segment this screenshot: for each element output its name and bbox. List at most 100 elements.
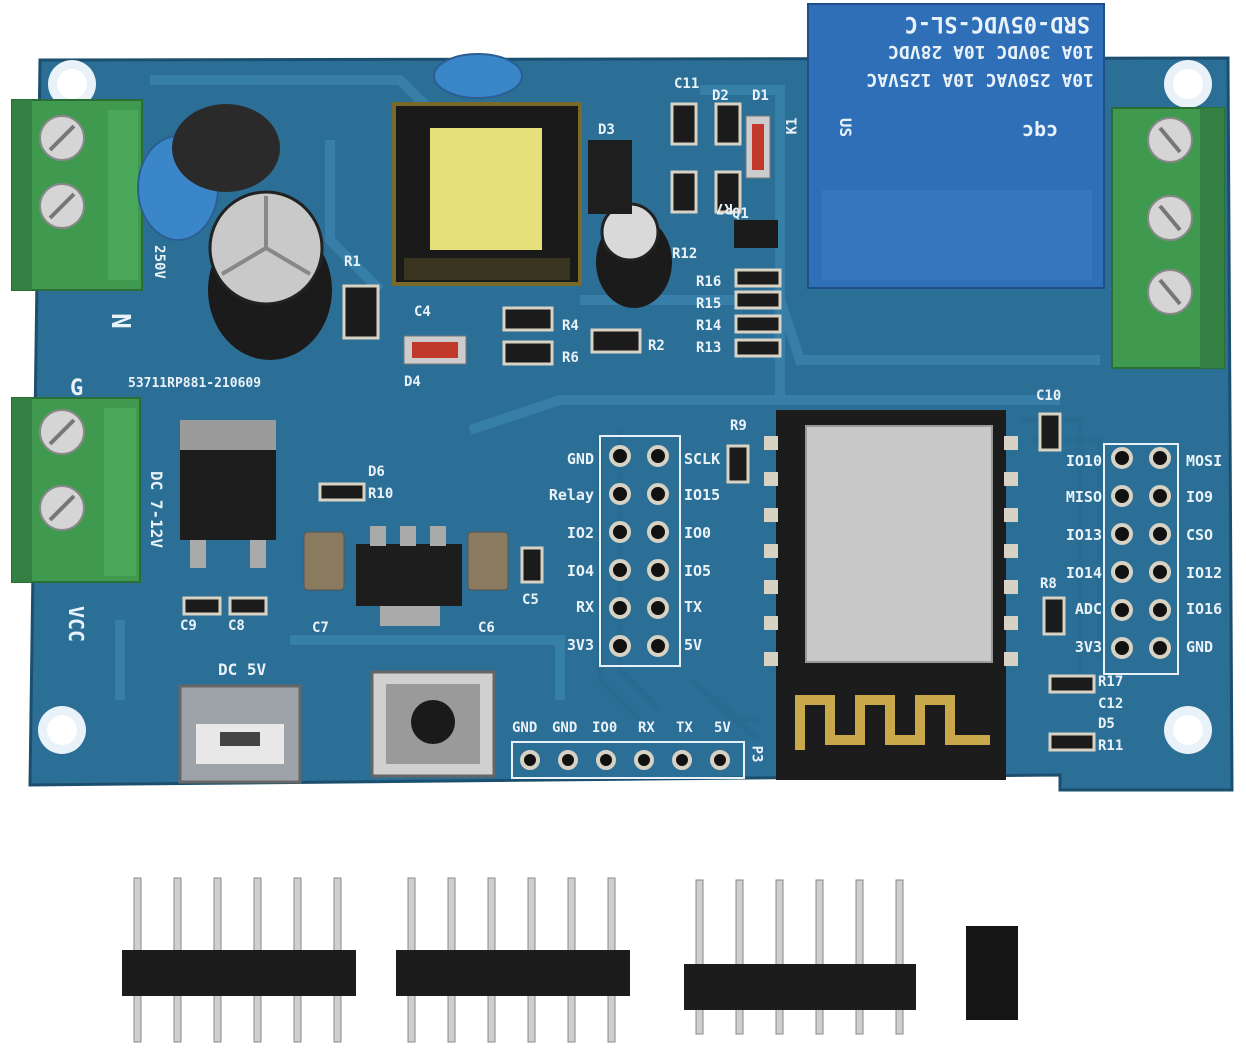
- header-pin: [775, 879, 784, 1035]
- pin-label: GND: [512, 720, 538, 736]
- pin-hole: [1111, 561, 1133, 583]
- label-d3: D3: [598, 122, 615, 138]
- pin-label: 3V3: [1074, 638, 1102, 656]
- pin-hole: [1111, 447, 1133, 469]
- pin-hole: [609, 597, 631, 619]
- label-d5: D5: [1098, 716, 1115, 732]
- pin-hole: [1149, 447, 1171, 469]
- pin-hole: [647, 445, 669, 467]
- pin-hole: [1149, 485, 1171, 507]
- pin-hole: [1149, 523, 1171, 545]
- label-d1: D1: [752, 88, 769, 104]
- pin-hole: [609, 483, 631, 505]
- pin-label: IO4: [566, 562, 594, 580]
- pin-hole: [609, 521, 631, 543]
- pin-hole: [1149, 561, 1171, 583]
- programming-header: [511, 741, 745, 779]
- label-r1: R1: [344, 254, 361, 270]
- ground-label: G: [70, 376, 84, 401]
- pin-label: 5V: [684, 636, 703, 654]
- label-d2: D2: [712, 88, 729, 104]
- terminal-block-dc: [11, 397, 141, 583]
- pin-hole: [1149, 637, 1171, 659]
- pin-hole: [609, 445, 631, 467]
- pin-label: RX: [638, 720, 655, 736]
- electrolytic-capacitor-large: [208, 190, 332, 360]
- pin-label: MISO: [1065, 488, 1102, 506]
- label-d6: D6: [368, 464, 385, 480]
- terminal-block-relay: [1111, 107, 1225, 369]
- header-pins: [520, 445, 1171, 770]
- pin-hole: [647, 559, 669, 581]
- header-plastic: [396, 950, 630, 996]
- pin-hole: [647, 521, 669, 543]
- smd-capacitors: [303, 531, 509, 591]
- label-c7: C7: [312, 620, 329, 636]
- transistor-q1: [734, 220, 778, 248]
- pin-label: SCLK: [684, 450, 721, 468]
- pin-label: TX: [684, 598, 703, 616]
- header-pin: [815, 879, 824, 1035]
- pin-label: GND: [1186, 638, 1214, 656]
- pin-label: IO5: [684, 562, 712, 580]
- pin-label: IO2: [566, 524, 594, 542]
- pin-label: IO12: [1186, 564, 1223, 582]
- loose-pin-header: [122, 877, 356, 1043]
- bridge-diode: [588, 140, 632, 214]
- voltage-regulator-sot223: [356, 526, 462, 626]
- label-c10: C10: [1036, 388, 1062, 404]
- pin-hole: [1111, 637, 1133, 659]
- smd-resistors: [182, 102, 1096, 752]
- label-c5: C5: [522, 592, 539, 608]
- label-r9: R9: [730, 418, 747, 434]
- pin-hole: [647, 483, 669, 505]
- pin-label: IO9: [1186, 488, 1214, 506]
- label-c8: C8: [228, 618, 245, 634]
- pin-hole: [609, 559, 631, 581]
- pin-hole: [1149, 599, 1171, 621]
- pin-label: TX: [676, 720, 693, 736]
- header-pin: [895, 879, 904, 1035]
- loose-pin-header: [684, 879, 916, 1035]
- pin-header-right: [1103, 443, 1179, 675]
- pin-label: IO13: [1065, 526, 1102, 544]
- label-r15: R15: [696, 296, 722, 312]
- pin-label: CSO: [1186, 526, 1214, 544]
- loose-pin-header: [396, 877, 630, 1043]
- label-r12: R12: [672, 246, 698, 262]
- terminal-block-ac: [11, 99, 143, 291]
- pin-label: IO0: [684, 524, 712, 542]
- relay-body: [807, 3, 1105, 289]
- pin-hole: [672, 750, 692, 770]
- mount-holes: [38, 60, 1212, 754]
- label-r14: R14: [696, 318, 722, 334]
- pin-hole: [596, 750, 616, 770]
- pin-label: IO10: [1065, 452, 1102, 470]
- pin-label: 5V: [714, 720, 731, 736]
- header-pin: [855, 879, 864, 1035]
- label-d4: D4: [404, 374, 421, 390]
- thermistor-black: [172, 104, 280, 192]
- pin-hole: [520, 750, 540, 770]
- header-plastic: [122, 950, 356, 996]
- pin-hole: [558, 750, 578, 770]
- header-plastic: [684, 964, 916, 1010]
- pin-hole: [710, 750, 730, 770]
- pin-hole: [609, 635, 631, 657]
- transformer: [392, 102, 582, 286]
- pin-label: IO15: [684, 486, 721, 504]
- esp8266-module: [764, 410, 1018, 780]
- voltage-regulator-dpak: [180, 420, 276, 568]
- pin-hole: [1111, 599, 1133, 621]
- pin-label: ADC: [1074, 600, 1102, 618]
- usb-label: DC 5V: [218, 660, 267, 679]
- label-r2: R2: [648, 338, 665, 354]
- electrolytic-capacitor-small: [596, 202, 672, 308]
- pin-hole: [647, 597, 669, 619]
- label-c6: C6: [478, 620, 495, 636]
- label-r6: R6: [562, 350, 579, 366]
- label-r10: R10: [368, 486, 394, 502]
- part-number: 53711RP881-210609: [128, 376, 262, 391]
